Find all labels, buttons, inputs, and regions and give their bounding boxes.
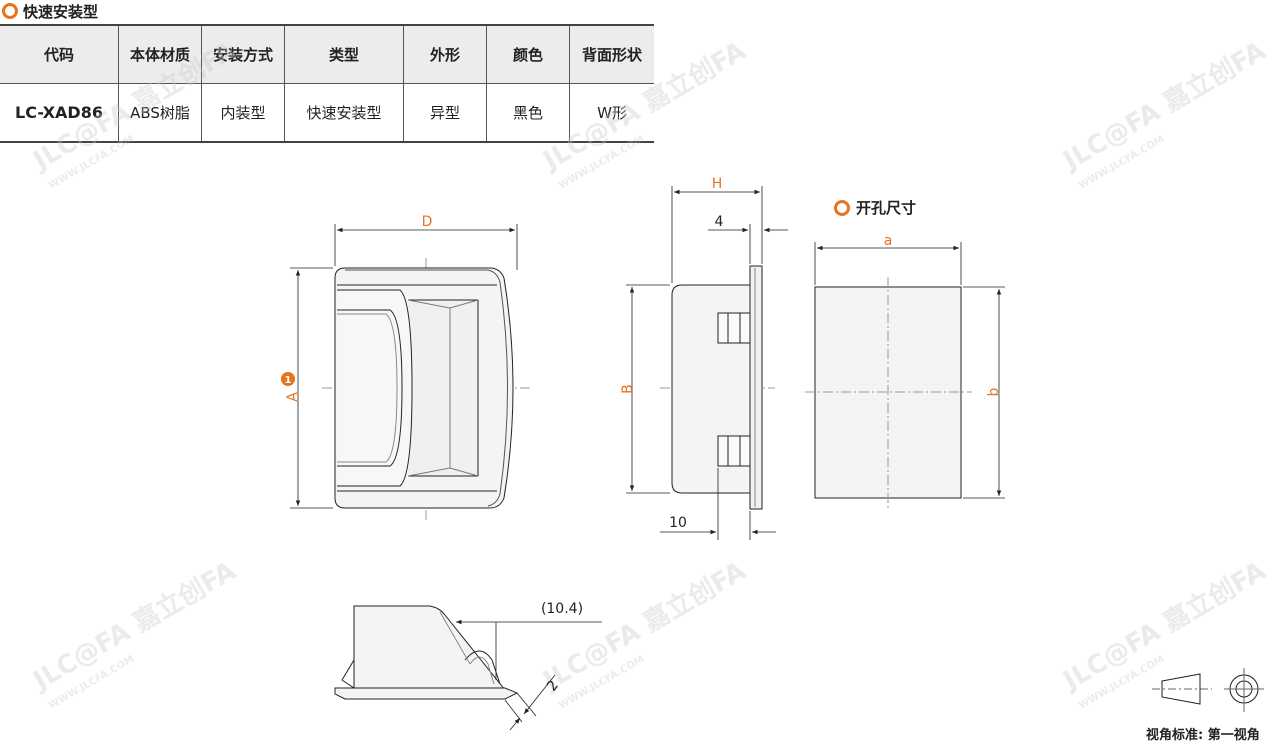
cell-type: 快速安装型: [284, 83, 404, 143]
section-title-text: 快速安装型: [23, 2, 99, 21]
cutout-view: [805, 242, 1005, 508]
col-header-type: 类型: [284, 24, 404, 84]
watermark-brand: JLC@FA 嘉立创FA: [26, 35, 241, 177]
table-header-row: 代码 本体材质 安装方式 类型 外形 颜色 背面形状: [0, 24, 654, 84]
first-angle-projection-icon: [1152, 668, 1264, 712]
cell-back: W形: [569, 83, 654, 143]
dim-label-10-4: (10.4): [541, 601, 583, 617]
cell-mount: 内装型: [201, 83, 285, 143]
cell-color: 黑色: [486, 83, 570, 143]
dim-label-a: A: [285, 392, 301, 402]
cutout-title: 开孔尺寸: [834, 197, 916, 218]
circle-bullet-icon: [834, 199, 850, 216]
cutout-title-text: 开孔尺寸: [856, 199, 917, 217]
note-marker-icon: [281, 372, 295, 386]
watermark-brand: JLC@FA 嘉立创FA: [26, 555, 241, 697]
watermark-brand: JLC@FA 嘉立创FA: [536, 35, 751, 177]
col-header-back: 背面形状: [569, 24, 654, 84]
watermark-brand: JLC@FA 嘉立创FA: [536, 555, 751, 697]
section-title: 快速安装型: [2, 0, 98, 22]
table-row: LC-XAD86 ABS树脂 内装型 快速安装型 异型 黑色 W形: [0, 83, 654, 143]
view-standard-note: 视角标准: 第一视角: [1146, 728, 1260, 743]
dim-label-10: 10: [669, 515, 687, 531]
dim-label-d: D: [422, 214, 433, 230]
cell-shape: 异型: [403, 83, 487, 143]
cell-code: LC-XAD86: [0, 83, 119, 143]
col-header-color: 颜色: [486, 24, 570, 84]
watermark-brand: JLC@FA 嘉立创FA: [1056, 35, 1271, 177]
bottom-view: [334, 605, 602, 731]
cell-material: ABS树脂: [118, 83, 202, 143]
circle-bullet-icon: [2, 3, 18, 19]
col-header-material: 本体材质: [118, 24, 202, 84]
col-header-shape: 外形: [403, 24, 487, 84]
front-view: [290, 224, 530, 520]
dim-label-a-lower: a: [884, 233, 893, 249]
dim-label-h: H: [712, 176, 723, 192]
dim-label-4: 4: [715, 214, 724, 230]
note-marker-number: 1: [285, 375, 292, 386]
side-view: [626, 186, 788, 540]
col-header-code: 代码: [0, 24, 119, 84]
col-header-mount: 安装方式: [201, 24, 285, 84]
dim-label-b-lower: b: [986, 387, 1002, 396]
dim-label-b-upper: B: [620, 384, 636, 394]
spec-table: 代码 本体材质 安装方式 类型 外形 颜色 背面形状 LC-XAD86 ABS树…: [0, 24, 654, 143]
